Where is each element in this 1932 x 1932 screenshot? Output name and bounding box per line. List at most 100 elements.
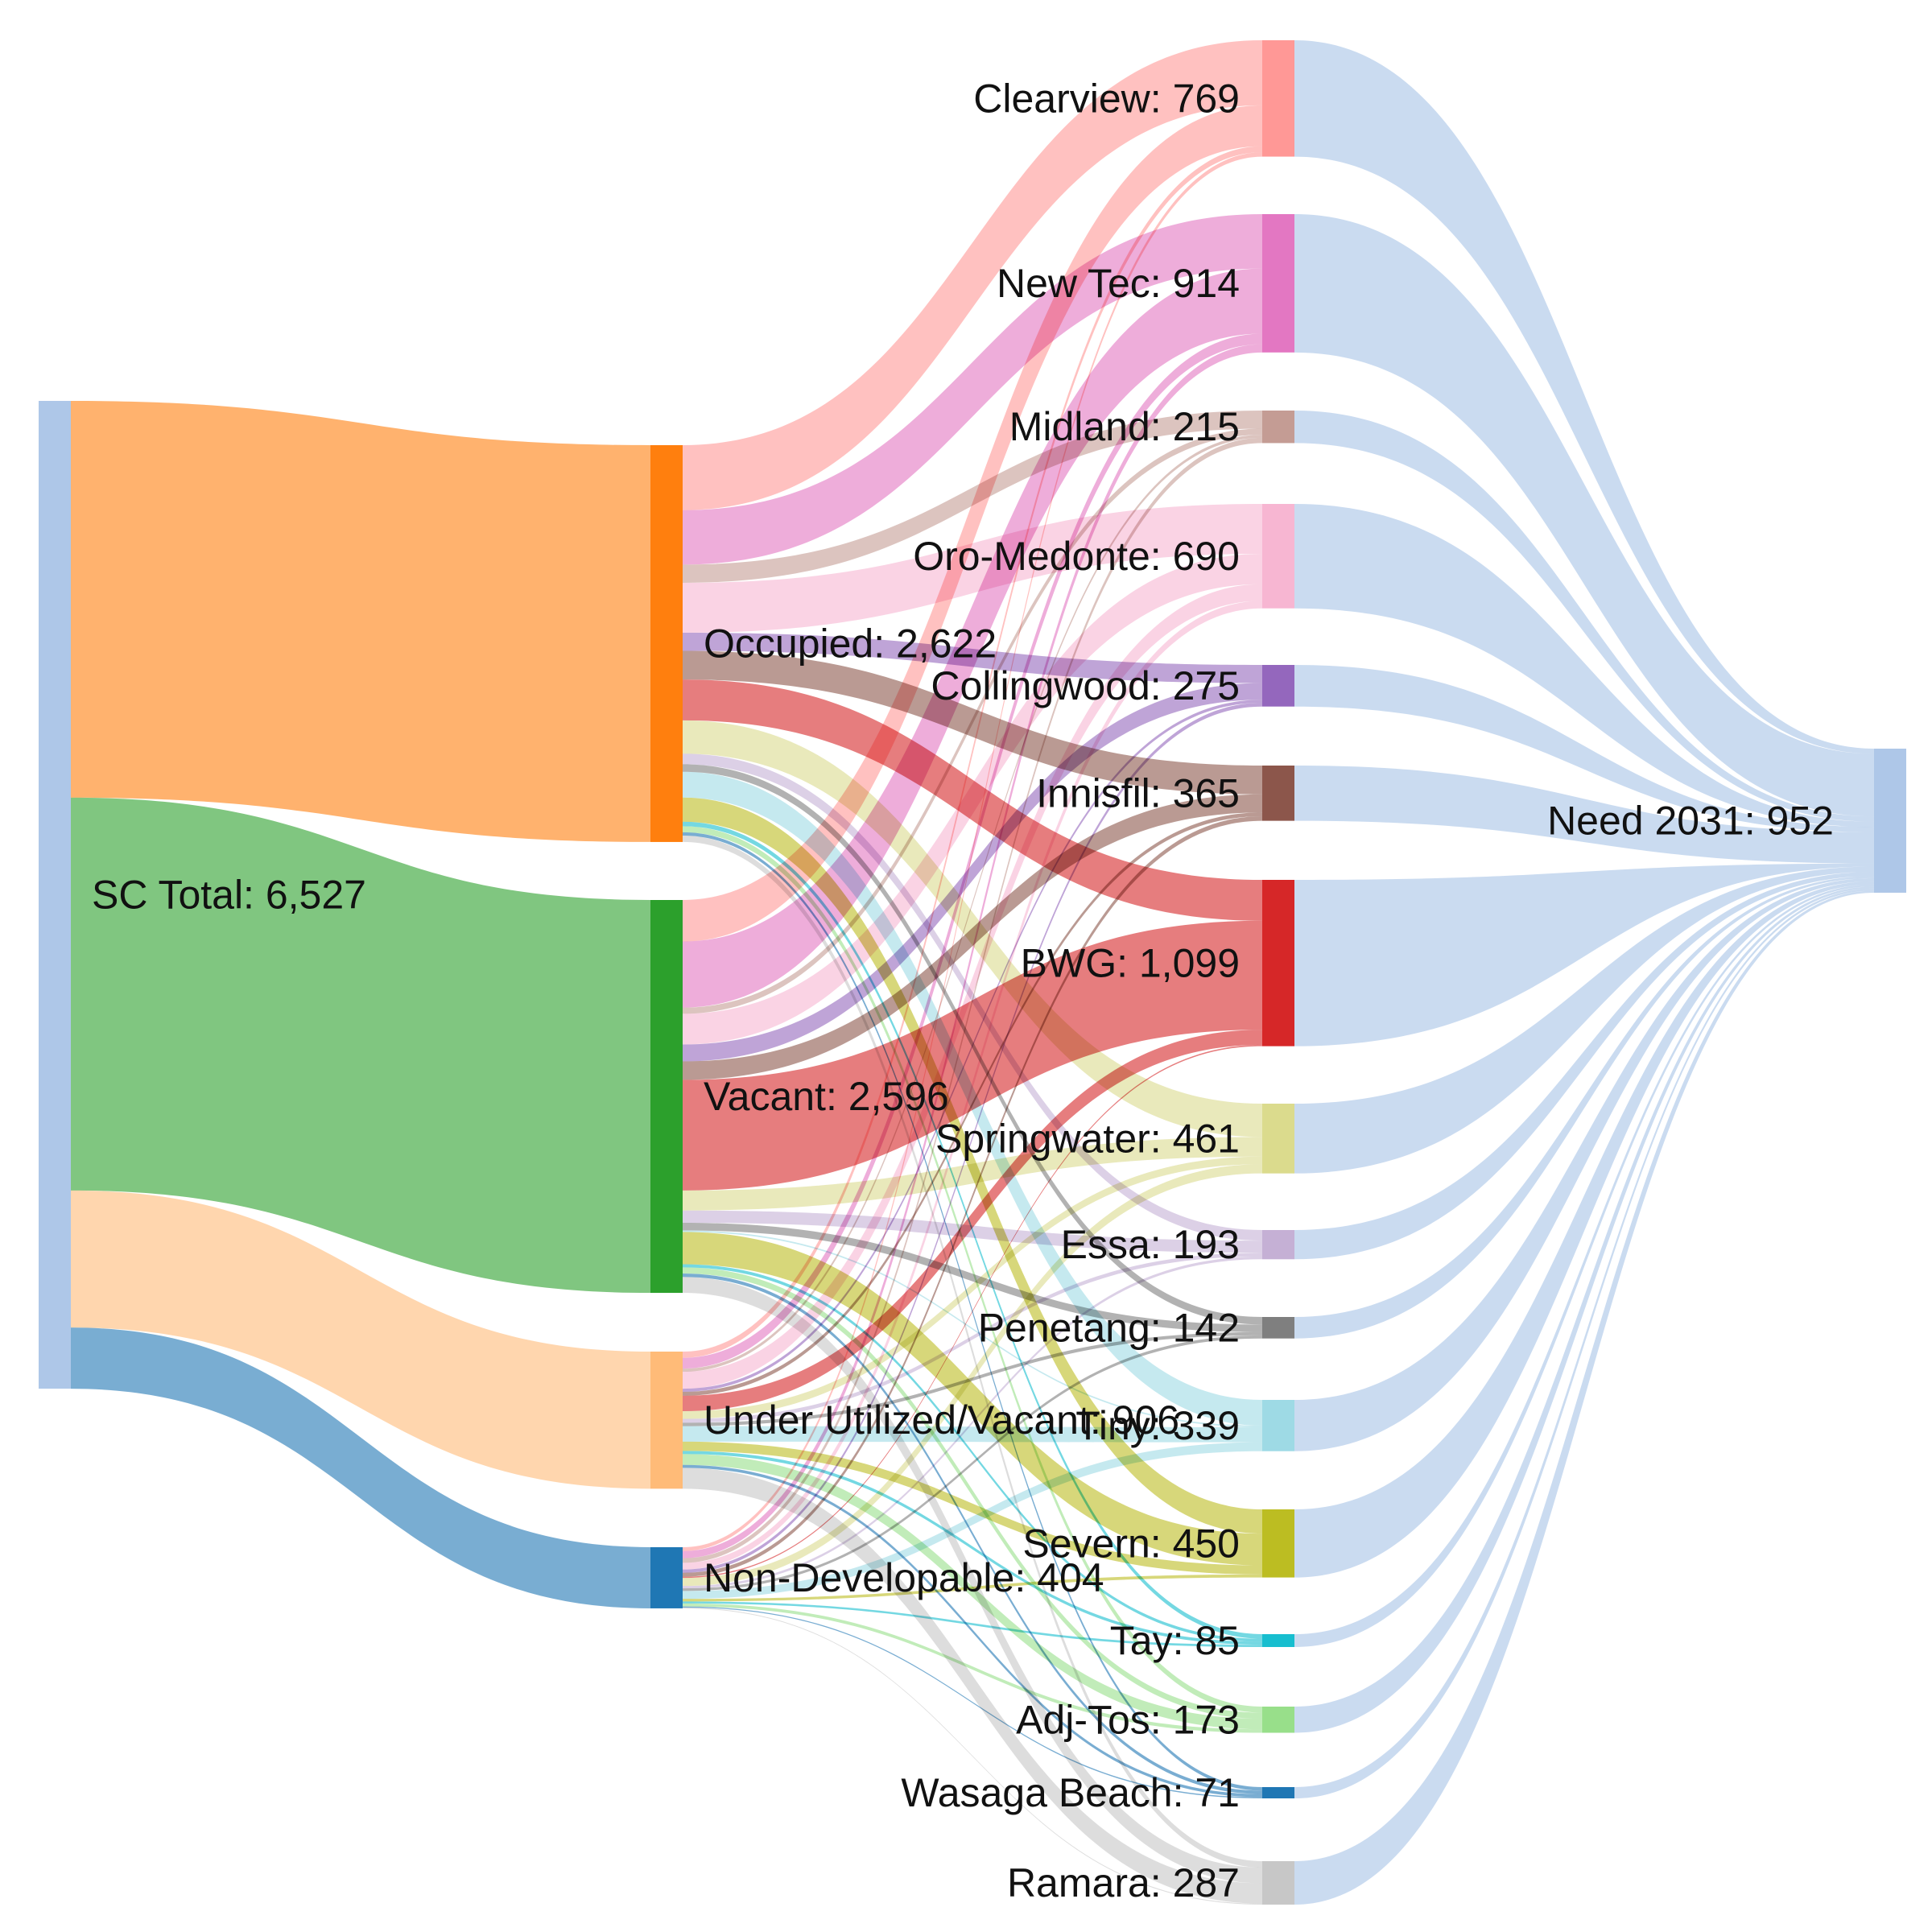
node-label-midland: Midland: 215 <box>1009 404 1240 449</box>
sankey-link-occupied-midland <box>683 411 1262 583</box>
sankey-link-wasaga-need <box>1294 888 1874 1798</box>
sankey-link-vacant-penetang <box>683 1222 1262 1332</box>
sankey-link-penetang-need <box>1294 876 1874 1339</box>
node-bar-essa <box>1262 1230 1294 1260</box>
node-bar-springwater <box>1262 1104 1294 1174</box>
sankey-link-nondev-tiny <box>683 1442 1262 1600</box>
sankey-link-nondev-springwater <box>683 1164 1262 1587</box>
sankey-link-nondev-adjtos <box>683 1603 1262 1733</box>
sankey-link-nondev-wasaga <box>683 1606 1262 1798</box>
sankey-link-vacant-tay <box>683 1264 1262 1642</box>
sankey-links <box>71 40 1874 1905</box>
sankey-link-under-essa <box>683 1253 1262 1423</box>
node-label-innisfil: Innisfil: 365 <box>1036 770 1240 815</box>
sankey-link-under-springwater <box>683 1156 1262 1419</box>
node-bar-tiny <box>1262 1400 1294 1451</box>
node-bar-collingwood <box>1262 665 1294 707</box>
sankey-link-vacant-innisfil <box>683 794 1262 1080</box>
node-bar-innisfil <box>1262 766 1294 821</box>
sankey-link-occupied-newtec <box>683 214 1262 565</box>
node-label-ramara: Ramara: 287 <box>1007 1860 1240 1905</box>
sankey-link-nondev-bwg <box>683 1044 1262 1579</box>
sankey-link-occupied-clearview <box>683 40 1262 510</box>
sankey-link-clearview-need <box>1294 40 1874 754</box>
node-bar-occupied <box>650 445 683 842</box>
sankey-link-newtec-need <box>1294 214 1874 817</box>
node-label-occupied: Occupied: 2,622 <box>704 621 997 666</box>
sankey-link-midland-need <box>1294 411 1874 822</box>
node-bar-clearview <box>1262 40 1294 157</box>
node-bar-vacant <box>650 900 683 1294</box>
node-bar-nondev <box>650 1547 683 1608</box>
sankey-link-ramara-need <box>1294 890 1874 1905</box>
sankey-link-under-ramara <box>683 1468 1262 1904</box>
node-label-need: Need 2031: 952 <box>1547 798 1834 843</box>
sankey-link-springwater-need <box>1294 866 1874 1174</box>
node-bar-newtec <box>1262 214 1294 353</box>
node-bar-ramara <box>1262 1861 1294 1905</box>
sankey-link-nondev-collingwood <box>683 703 1262 1573</box>
sankey-link-nondev-ramara <box>683 1607 1262 1905</box>
node-bar-severn <box>1262 1509 1294 1578</box>
sankey-link-tay-need <box>1294 884 1874 1647</box>
sankey-link-total-nondev <box>71 1327 650 1608</box>
sankey-link-vacant-midland <box>683 428 1262 1014</box>
sankey-link-nondev-clearview <box>683 152 1262 1551</box>
sankey-link-nondev-innisfil <box>683 815 1262 1577</box>
node-bar-oro <box>1262 504 1294 609</box>
sankey-link-vacant-ramara <box>683 1277 1262 1884</box>
node-label-bwg: BWG: 1,099 <box>1021 940 1240 985</box>
node-bar-wasaga <box>1262 1787 1294 1798</box>
node-label-oro: Oro-Medonte: 690 <box>913 534 1240 579</box>
sankey-link-vacant-collingwood <box>683 683 1262 1062</box>
sankey-link-under-collingwood <box>683 700 1262 1392</box>
sankey-link-under-wasaga <box>683 1464 1262 1798</box>
sankey-link-total-occupied <box>71 401 650 842</box>
node-label-under: Under Utilized/Vacant: 906 <box>704 1397 1179 1443</box>
sankey-link-oro-need <box>1294 504 1874 828</box>
sankey-link-nondev-newtec <box>683 344 1262 1558</box>
sankey-link-under-tay <box>683 1451 1262 1645</box>
sankey-link-occupied-ramara <box>683 836 1262 1868</box>
node-label-total: SC Total: 6,527 <box>92 873 366 918</box>
node-bar-under <box>650 1352 683 1489</box>
sankey-link-nondev-midland <box>683 437 1262 1563</box>
node-label-newtec: New Tec: 914 <box>997 261 1240 306</box>
sankey-link-severn-need <box>1294 881 1874 1578</box>
sankey-link-vacant-adjtos <box>683 1267 1262 1719</box>
node-label-vacant: Vacant: 2,596 <box>704 1074 949 1119</box>
sankey-link-under-bwg <box>683 1030 1262 1412</box>
node-label-adjtos: Adj-Tos: 173 <box>1016 1697 1240 1742</box>
sankey-link-innisfil-need <box>1294 766 1874 864</box>
sankey-link-nondev-essa <box>683 1256 1262 1589</box>
sankey-link-vacant-springwater <box>683 1137 1262 1211</box>
sankey-link-nondev-oro <box>683 601 1262 1570</box>
sankey-link-under-innisfil <box>683 812 1262 1396</box>
sankey-link-vacant-bwg <box>683 920 1262 1191</box>
sankey-link-total-under <box>71 1190 650 1489</box>
sankey-link-under-midland <box>683 435 1262 1372</box>
sankey-link-under-oro <box>683 584 1262 1389</box>
node-label-wasaga: Wasaga Beach: 71 <box>901 1770 1240 1815</box>
node-bar-tay <box>1262 1634 1294 1647</box>
sankey-link-under-severn <box>683 1441 1262 1575</box>
node-bar-adjtos <box>1262 1707 1294 1733</box>
node-label-essa: Essa: 193 <box>1061 1222 1240 1267</box>
sankey-link-vacant-wasaga <box>683 1273 1262 1794</box>
sankey-link-vacant-oro <box>683 554 1262 1045</box>
sankey-link-occupied-essa <box>683 753 1262 1241</box>
node-bar-need <box>1874 749 1906 893</box>
sankey-link-occupied-adjtos <box>683 826 1262 1713</box>
sankey-link-nondev-penetang <box>683 1335 1262 1591</box>
node-label-tay: Tay: 85 <box>1110 1618 1240 1663</box>
sankey-link-nondev-severn <box>683 1574 1262 1602</box>
node-bar-bwg <box>1262 880 1294 1046</box>
sankey-link-under-adjtos <box>683 1454 1262 1730</box>
node-label-collingwood: Collingwood: 275 <box>931 663 1240 708</box>
sankey-nodes <box>39 40 1906 1905</box>
sankey-link-vacant-essa <box>683 1210 1262 1253</box>
node-label-nondev: Non-Developable: 404 <box>704 1555 1104 1600</box>
node-bar-total <box>39 401 71 1389</box>
